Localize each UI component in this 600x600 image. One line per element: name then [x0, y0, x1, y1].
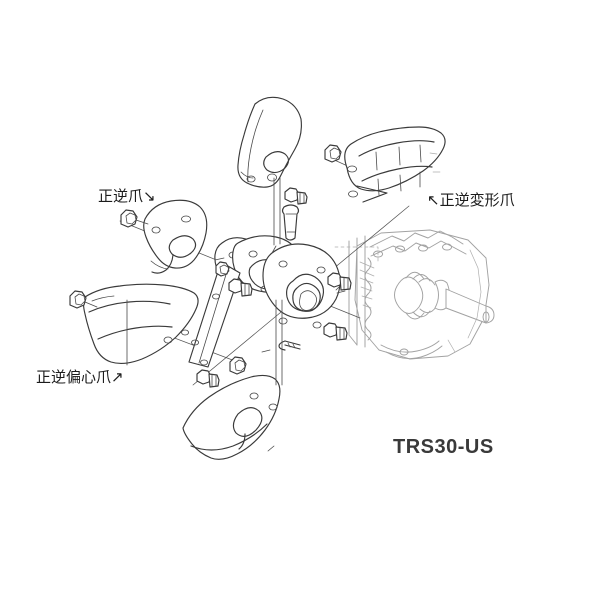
- gearbox-housing: [334, 229, 495, 360]
- hex-bolt: [284, 187, 308, 205]
- hex-bolt: [120, 209, 149, 228]
- label-henshin-tsume-text: 正逆偏心爪: [36, 368, 112, 386]
- label-seigyaku-tsume-arrow: ↘: [143, 187, 156, 205]
- hex-bolt: [215, 261, 230, 277]
- hex-bolt: [196, 369, 220, 388]
- fastener-group: [69, 144, 352, 388]
- hex-bolt: [324, 144, 342, 163]
- label-henkei-tsume: ↖正逆変形爪: [427, 193, 515, 208]
- lower-curved-blade: [182, 374, 281, 460]
- hex-bolt: [327, 272, 352, 291]
- upper-center-blade: [237, 96, 302, 188]
- hex-bolt: [323, 322, 348, 341]
- hex-bolt: [69, 290, 98, 309]
- label-henshin-tsume-arrow: ↗: [111, 368, 124, 386]
- upper-right-bent-blade: [344, 126, 446, 203]
- upper-left-blade: [143, 199, 208, 274]
- label-henshin-tsume: 正逆偏心爪↗: [36, 370, 124, 385]
- misc-detail-lines: [214, 257, 346, 353]
- center-hub-flange: [214, 235, 341, 329]
- left-eccentric-blade: [82, 283, 199, 366]
- cotter-pin: [278, 340, 301, 351]
- label-seigyaku-tsume-text: 正逆爪: [98, 187, 144, 205]
- center-stud-pin: [281, 204, 300, 241]
- hex-bolt: [229, 356, 247, 375]
- label-henkei-tsume-arrow: ↖: [427, 191, 440, 209]
- connecting-rod: [188, 261, 241, 368]
- model-code-label: TRS30-US: [393, 436, 494, 458]
- hex-bolt: [228, 278, 253, 297]
- label-seigyaku-tsume: 正逆爪↘: [98, 189, 156, 204]
- label-henkei-tsume-text: 正逆変形爪: [439, 191, 515, 209]
